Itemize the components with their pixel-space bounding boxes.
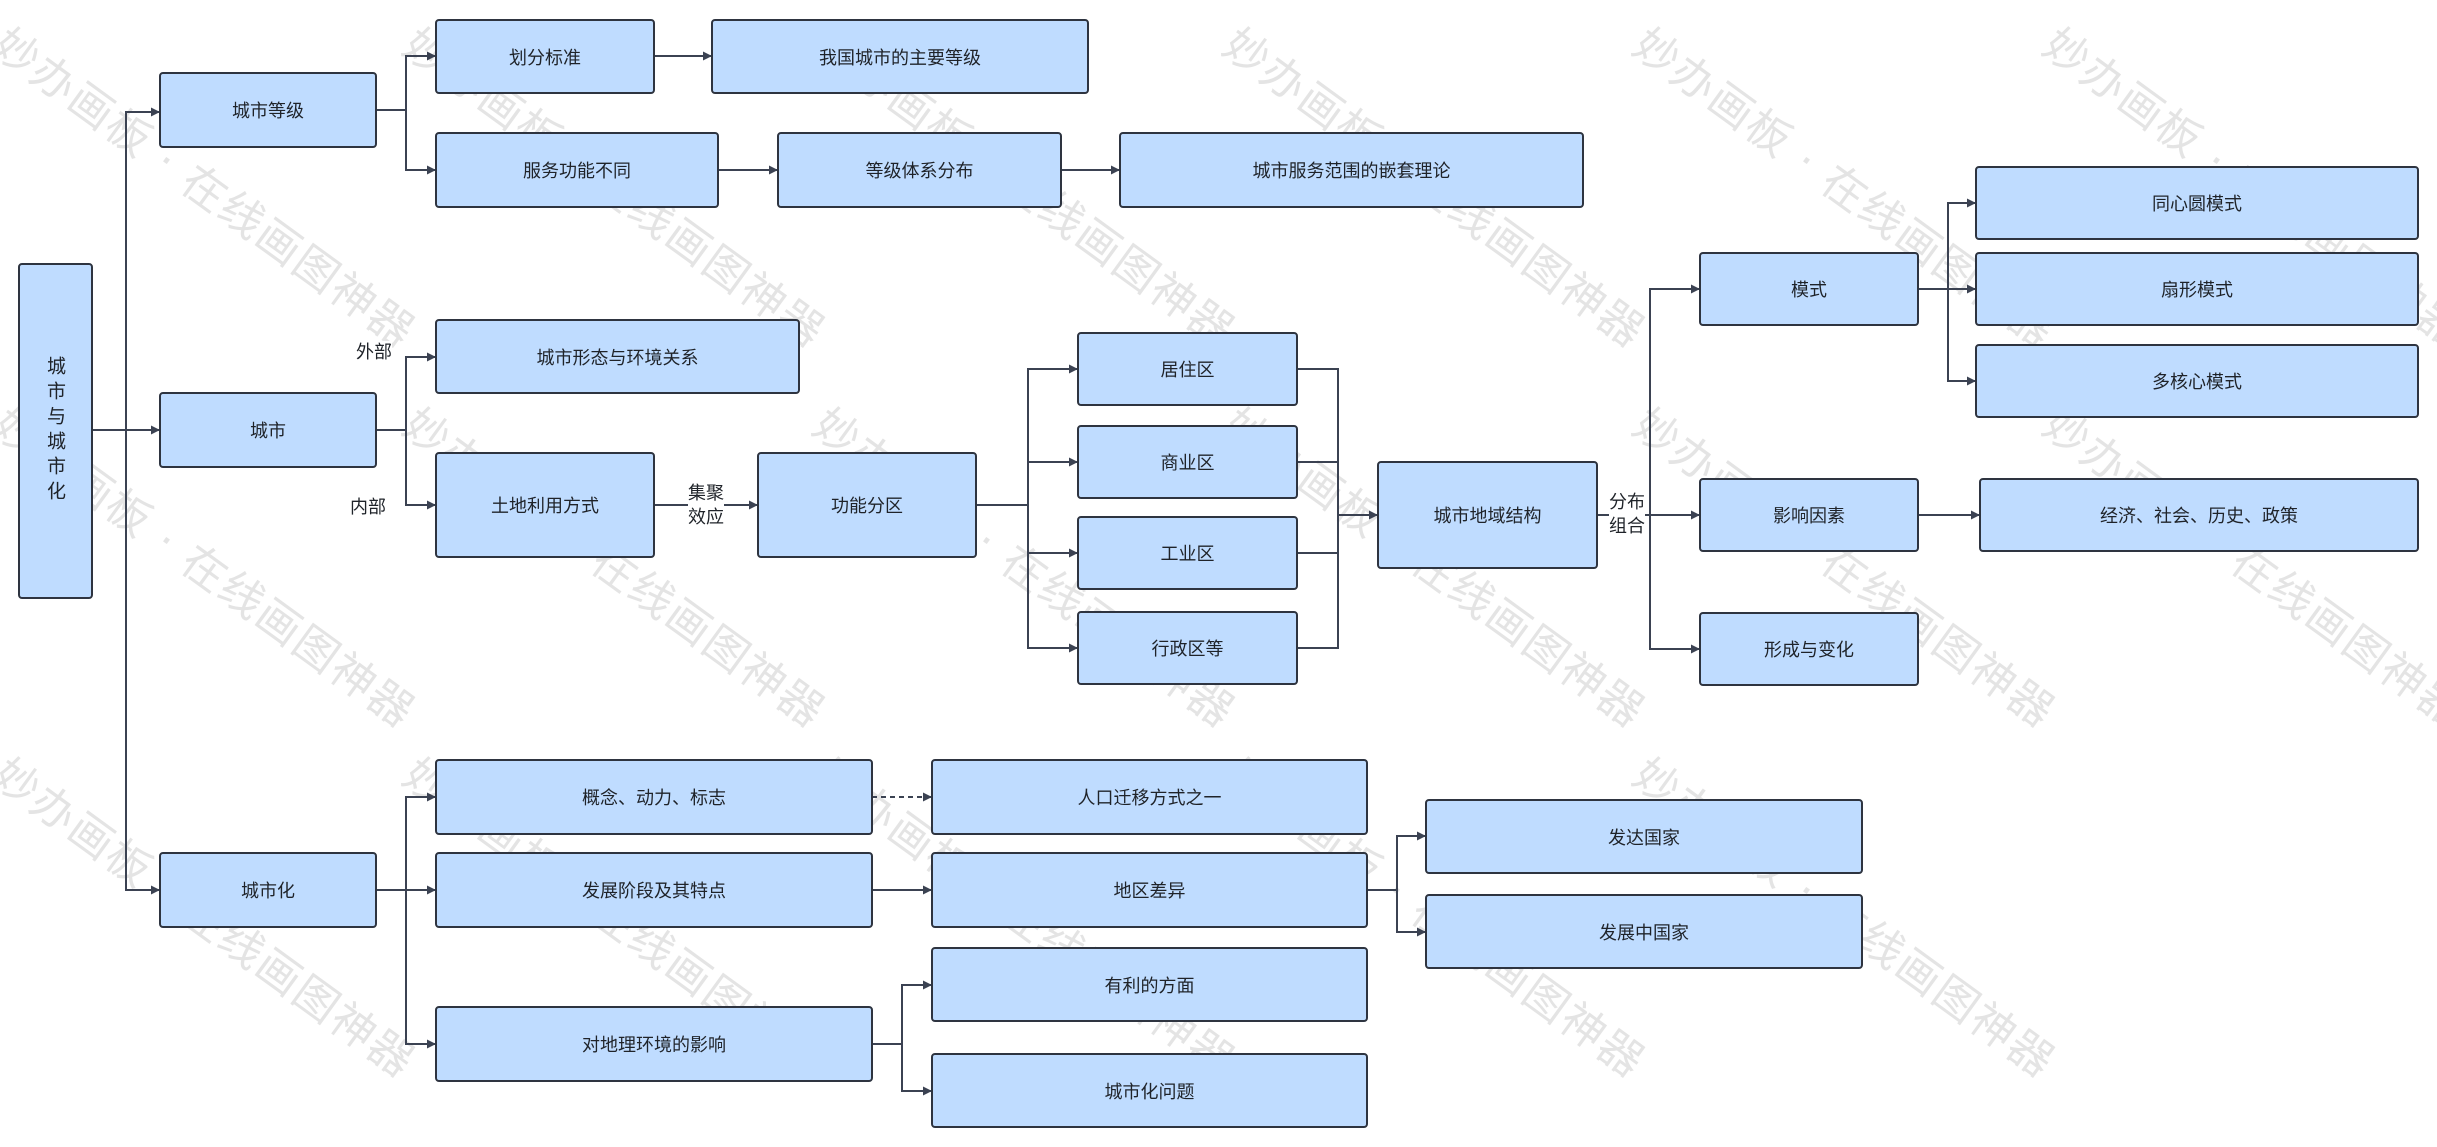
node-formation[interactable]: 形成与变化 <box>1699 612 1919 686</box>
edge-root-city-grade <box>92 107 160 431</box>
edge-label-internal: 内部 <box>350 496 386 520</box>
edge-label-line: 集聚 <box>688 483 724 504</box>
node-developed[interactable]: 发达国家 <box>1425 799 1863 874</box>
edge-functional-commercial <box>976 457 1078 506</box>
edge-urban-concept <box>376 792 436 891</box>
root-node-label: 城市与城市化 <box>44 356 66 506</box>
node-sector[interactable]: 扇形模式 <box>1975 252 2419 326</box>
edge-label-agglomeration: 集聚 效应 <box>688 482 724 530</box>
edge-label-line: 分布 <box>1609 492 1645 513</box>
node-regional-structure[interactable]: 城市地域结构 <box>1377 461 1598 569</box>
edge-city-formenv <box>376 352 436 431</box>
edge-city-landuse <box>376 429 436 510</box>
node-city-grade[interactable]: 城市等级 <box>159 72 377 148</box>
edge-commercial-structure <box>1297 461 1339 515</box>
edge-impact-favorable <box>872 980 932 1045</box>
node-multi-nuclei[interactable]: 多核心模式 <box>1975 344 2419 418</box>
edge-label-line: 效应 <box>688 507 724 528</box>
node-form-environment[interactable]: 城市形态与环境关系 <box>435 319 800 394</box>
edge-administrative-structure <box>1297 515 1339 649</box>
node-division-standard[interactable]: 划分标准 <box>435 19 655 94</box>
node-stages[interactable]: 发展阶段及其特点 <box>435 852 873 928</box>
edge-functional-administrative <box>976 504 1078 653</box>
node-functional-zone[interactable]: 功能分区 <box>757 452 977 558</box>
node-main-grades[interactable]: 我国城市的主要等级 <box>711 19 1089 94</box>
node-factors[interactable]: 影响因素 <box>1699 478 1919 552</box>
edge-grade-division <box>376 51 436 111</box>
node-commercial[interactable]: 商业区 <box>1077 425 1298 499</box>
edge-model-concentric <box>1918 198 1976 290</box>
edge-structure-model <box>1597 284 1700 516</box>
node-city[interactable]: 城市 <box>159 392 377 468</box>
edge-root-urbanization <box>92 429 160 895</box>
node-nested-theory[interactable]: 城市服务范围的嵌套理论 <box>1119 132 1584 208</box>
edge-urban-impact <box>376 889 436 1049</box>
node-service-function[interactable]: 服务功能不同 <box>435 132 719 208</box>
node-residential[interactable]: 居住区 <box>1077 332 1298 406</box>
edge-regionaldiff-developing <box>1367 889 1426 937</box>
root-node[interactable]: 城市与城市化 <box>18 263 93 599</box>
node-developing[interactable]: 发展中国家 <box>1425 894 1863 969</box>
node-urbanization[interactable]: 城市化 <box>159 852 377 928</box>
node-factor-list[interactable]: 经济、社会、历史、政策 <box>1979 478 2419 552</box>
edge-label-external: 外部 <box>356 341 392 365</box>
node-administrative[interactable]: 行政区等 <box>1077 611 1298 685</box>
node-migration[interactable]: 人口迁移方式之一 <box>931 759 1368 835</box>
node-env-impact[interactable]: 对地理环境的影响 <box>435 1006 873 1082</box>
node-industrial[interactable]: 工业区 <box>1077 516 1298 590</box>
edge-model-multinuclei <box>1918 288 1976 386</box>
edge-label-distribution: 分布 组合 <box>1609 491 1645 539</box>
edge-regionaldiff-developed <box>1367 831 1426 891</box>
edge-impact-problems <box>872 1043 932 1096</box>
node-regional-difference[interactable]: 地区差异 <box>931 852 1368 928</box>
node-model[interactable]: 模式 <box>1699 252 1919 326</box>
node-land-use[interactable]: 土地利用方式 <box>435 452 655 558</box>
edge-label-line: 组合 <box>1609 516 1645 537</box>
node-concentric[interactable]: 同心圆模式 <box>1975 166 2419 240</box>
node-concept[interactable]: 概念、动力、标志 <box>435 759 873 835</box>
edge-residential-structure <box>1297 368 1378 520</box>
node-problems[interactable]: 城市化问题 <box>931 1053 1368 1128</box>
node-grade-system[interactable]: 等级体系分布 <box>777 132 1062 208</box>
edge-industrial-structure <box>1297 515 1339 554</box>
edge-grade-service <box>376 109 436 175</box>
node-favorable[interactable]: 有利的方面 <box>931 947 1368 1022</box>
